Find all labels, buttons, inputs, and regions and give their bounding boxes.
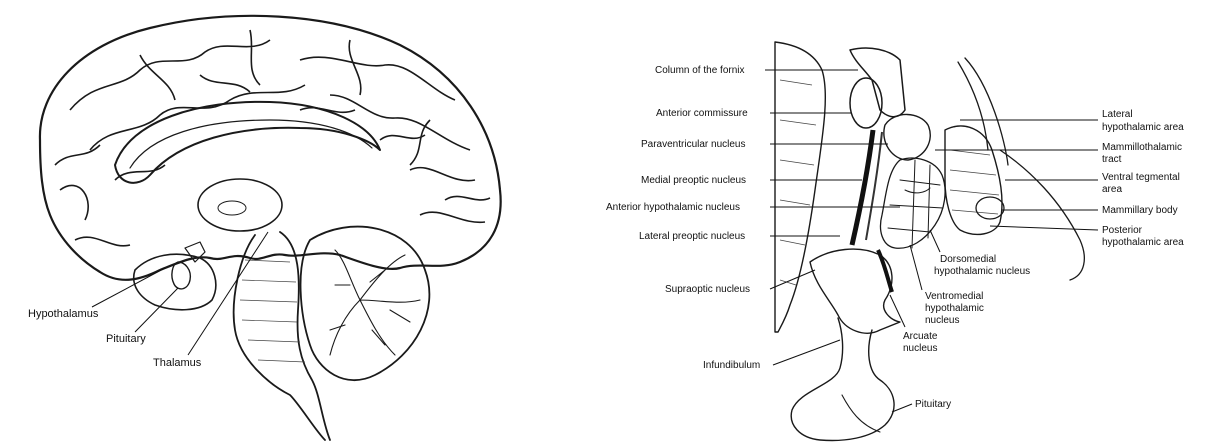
label-mammillary-body: Mammillary body: [1102, 205, 1178, 216]
label-ventral-tegmental-1: Ventral tegmental: [1102, 172, 1180, 183]
pituitary-shape: [172, 262, 190, 289]
infundibulum-shape: [791, 318, 894, 440]
corpus-callosum: [115, 102, 380, 183]
mammillary-body-shape: [976, 197, 1004, 219]
leader-ventromedial: [910, 245, 922, 290]
label-mammillothalamic-1: Mammillothalamic: [1102, 142, 1182, 153]
tissue-wall-left: [775, 42, 825, 332]
label-ventral-tegmental-2: area: [1102, 184, 1122, 195]
label-ventromedial-3: nucleus: [925, 315, 959, 326]
brain-sagittal-illustration: [40, 16, 501, 440]
label-ventromedial-2: hypothalamic: [925, 303, 984, 314]
right-labels-middle: Dorsomedial hypothalamic nucleus Ventrom…: [903, 254, 1030, 410]
label-ventromedial-1: Ventromedial: [925, 291, 983, 302]
tegmental-sweep: [958, 58, 1084, 280]
label-arcuate-2: nucleus: [903, 343, 937, 354]
label-supraoptic-nucleus: Supraoptic nucleus: [665, 284, 750, 295]
label-posterior-1: Posterior: [1102, 225, 1143, 236]
leader-dorsomedial: [930, 230, 940, 252]
label-lateral-1: Lateral: [1102, 109, 1133, 120]
label-mammillothalamic-2: tract: [1102, 154, 1122, 165]
label-medial-preoptic-nucleus: Medial preoptic nucleus: [641, 175, 746, 186]
label-lateral-2: hypothalamic area: [1102, 122, 1184, 133]
label-pituitary: Pituitary: [106, 333, 146, 345]
label-anterior-hypothalamic-nucleus: Anterior hypothalamic nucleus: [606, 202, 740, 213]
label-infundibulum: Infundibulum: [703, 360, 760, 371]
label-hypothalamus: Hypothalamus: [28, 308, 99, 320]
nuclei-divisions: [888, 160, 943, 248]
pituitary-lobe-line: [842, 395, 880, 432]
label-dorsomedial-2: hypothalamic nucleus: [934, 266, 1030, 277]
fornix-column: [850, 48, 905, 117]
label-column-of-fornix: Column of the fornix: [655, 65, 745, 76]
label-dorsomedial-1: Dorsomedial: [940, 254, 996, 265]
leader-arcuate: [890, 295, 905, 327]
label-arcuate-1: Arcuate: [903, 331, 938, 342]
left-labels: Hypothalamus Pituitary Thalamus: [28, 308, 202, 369]
label-anterior-commissure: Anterior commissure: [656, 108, 748, 119]
leader-posterior-hypothalamic-area: [990, 226, 1098, 230]
right-labels-right: Lateral hypothalamic area Mammillothalam…: [1102, 109, 1184, 248]
label-lateral-preoptic-nucleus: Lateral preoptic nucleus: [639, 231, 745, 242]
label-paraventricular-nucleus: Paraventricular nucleus: [641, 139, 746, 150]
leader-thalamus: [188, 232, 268, 355]
cerebellum: [301, 227, 430, 381]
paraventricular-nucleus-shape: [884, 114, 930, 160]
right-leaders-right: [935, 120, 1098, 230]
temporal-region: [134, 254, 216, 310]
anterior-commissure-shape: [850, 78, 882, 128]
label-pituitary-right: Pituitary: [915, 399, 951, 410]
gyrus-lines-2: [55, 75, 490, 200]
optic-chiasm-region: [810, 249, 900, 333]
tissue-wall-hatch: [780, 80, 816, 285]
thalamus-highlight: [218, 201, 246, 215]
thalamus-shape: [198, 179, 282, 231]
right-labels-left: Column of the fornix Anterior commissure…: [606, 65, 760, 371]
leader-pituitary-right: [892, 404, 912, 412]
posterior-hatch: [950, 150, 999, 214]
ventricle-stripe: [852, 130, 873, 245]
gyrus-lines: [60, 30, 485, 246]
hypothalamus-detail-illustration: [775, 42, 1084, 440]
cerebrum-outline: [40, 16, 501, 280]
label-thalamus: Thalamus: [153, 357, 202, 369]
arcuate-dark: [878, 250, 892, 292]
label-posterior-2: hypothalamic area: [1102, 237, 1184, 248]
leader-supraoptic: [770, 270, 815, 289]
brainstem-hatch: [240, 260, 305, 362]
leader-infundibulum: [773, 340, 840, 365]
